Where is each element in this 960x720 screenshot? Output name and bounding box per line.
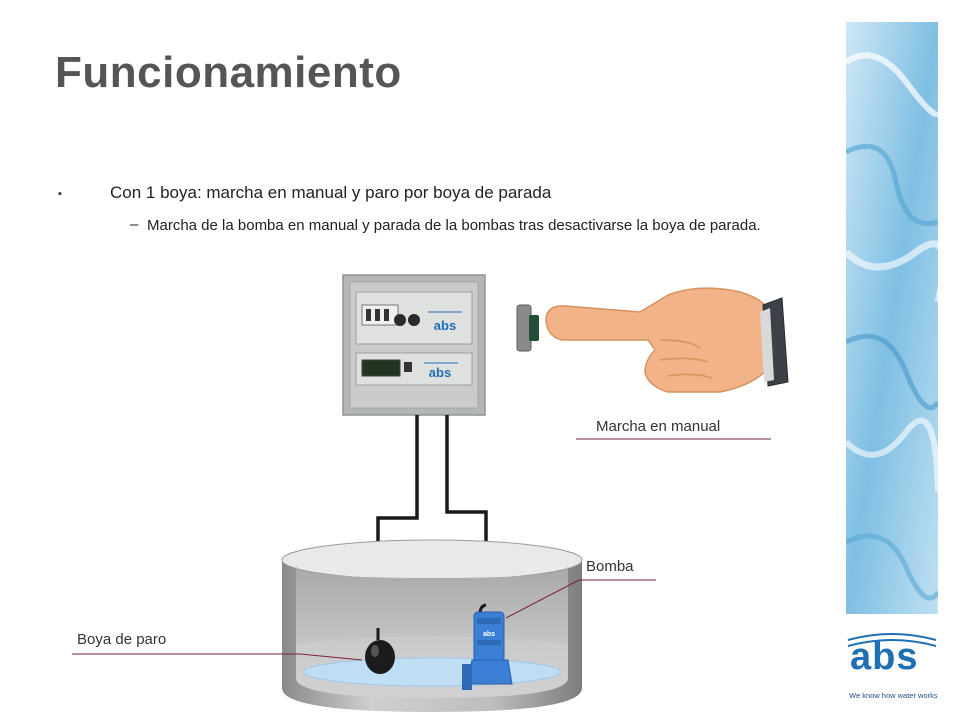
page-title: Funcionamiento bbox=[55, 48, 402, 97]
panel-logo-2: abs bbox=[429, 365, 451, 380]
brand-logo-text: abs bbox=[850, 636, 919, 678]
bullet-text: Con 1 boya: marcha en manual y paro por … bbox=[110, 183, 552, 202]
brand-tagline: We know how water works bbox=[849, 691, 938, 700]
sub-bullet: – Marcha de la bomba en manual y parada … bbox=[130, 216, 830, 235]
sub-bullet-text: Marcha de la bomba en manual y parada de… bbox=[147, 217, 761, 234]
bomba-leader bbox=[505, 579, 656, 619]
bullet-marker: ▪ bbox=[58, 188, 62, 200]
label-boya-de-paro: Boya de paro bbox=[77, 631, 167, 648]
float-switch bbox=[365, 628, 395, 674]
water-texture-strip bbox=[846, 22, 938, 614]
main-bullet: ▪ Con 1 boya: marcha en manual y paro po… bbox=[58, 183, 551, 203]
wet-well-tank bbox=[281, 539, 583, 712]
label-bomba: Bomba bbox=[586, 558, 634, 575]
leader-lines bbox=[72, 438, 771, 661]
panel-logo-1: abs bbox=[434, 318, 456, 333]
pump-logo: abs bbox=[483, 631, 495, 638]
hand-icon bbox=[545, 287, 789, 393]
manual-start-button bbox=[516, 304, 539, 352]
boya-leader bbox=[72, 653, 363, 661]
label-marcha-en-manual: Marcha en manual bbox=[596, 418, 721, 435]
control-panel: abs abs bbox=[342, 274, 486, 416]
pump-icon: abs bbox=[462, 603, 513, 690]
brand-logo-icon bbox=[847, 633, 937, 647]
sub-bullet-marker: – bbox=[130, 216, 139, 233]
